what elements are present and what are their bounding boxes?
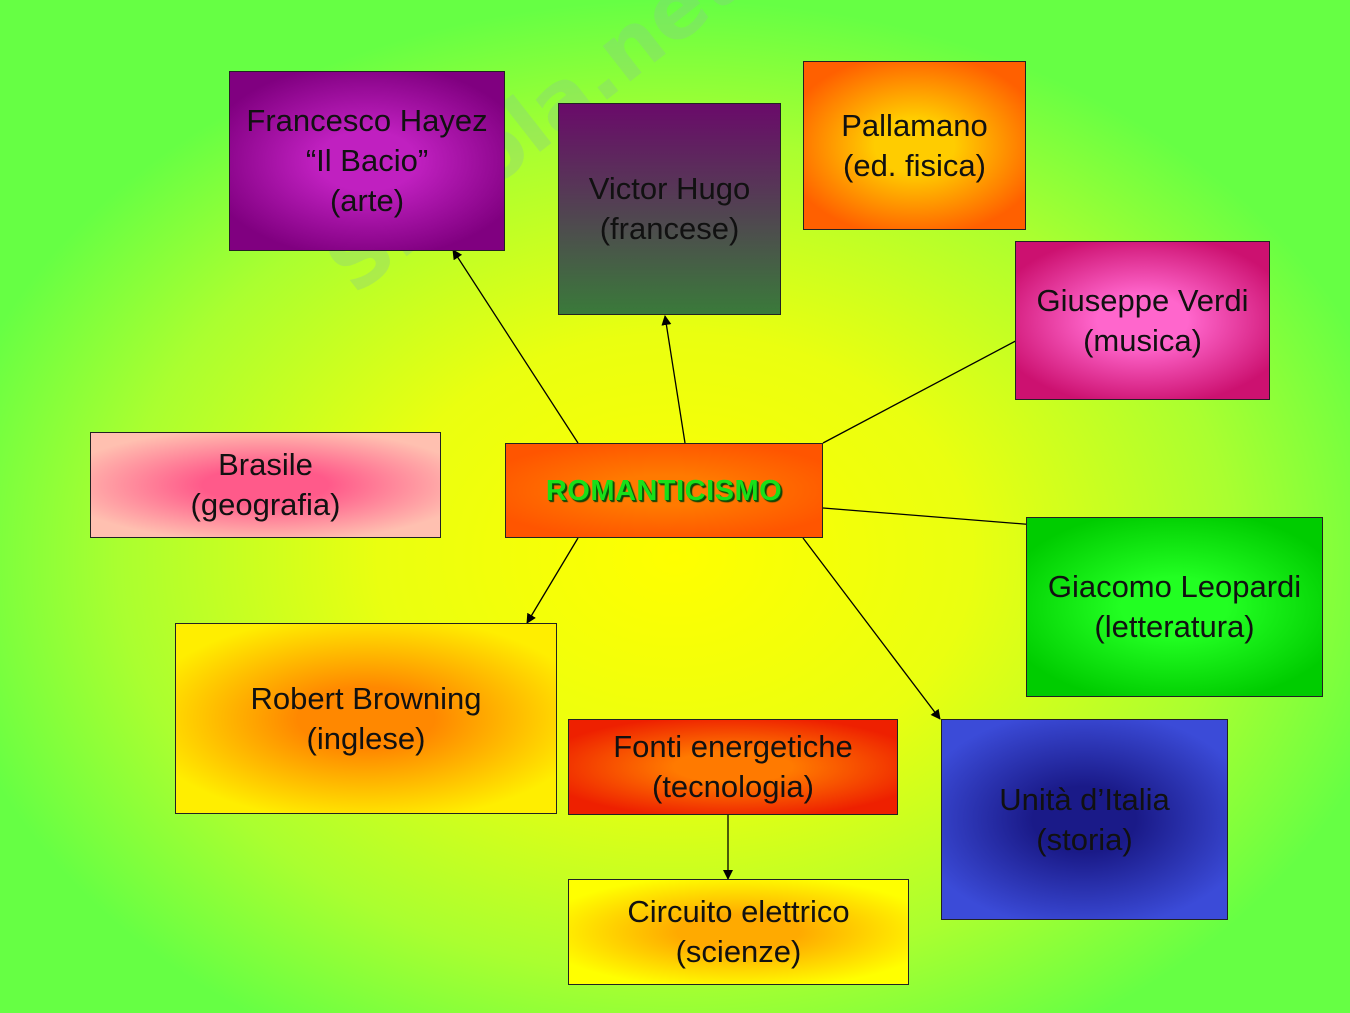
node-circuito-label: Circuito elettrico (scienze) bbox=[627, 894, 850, 969]
arrow-to-verdi bbox=[822, 335, 1026, 444]
node-unita-label: Unità d’Italia (storia) bbox=[999, 781, 1170, 857]
node-hugo: Victor Hugo (francese) bbox=[558, 103, 781, 315]
node-brasile: Brasile (geografia) bbox=[90, 432, 441, 538]
node-romanticismo-label: ROMANTICISMO bbox=[545, 474, 783, 507]
node-romanticismo: ROMANTICISMO bbox=[505, 443, 823, 538]
arrow-to-leopardi bbox=[822, 507, 1037, 530]
node-brasile-label: Brasile (geografia) bbox=[190, 447, 341, 522]
node-circuito: Circuito elettrico (scienze) bbox=[568, 879, 909, 985]
node-leopardi: Giacomo Leopardi (letteratura) bbox=[1026, 517, 1323, 697]
node-verdi: Giuseppe Verdi (musica) bbox=[1015, 241, 1270, 400]
node-hayez: Francesco Hayez “Il Bacio” (arte) bbox=[229, 71, 505, 251]
arrow-to-unita bbox=[802, 537, 941, 720]
node-fonti-label: Fonti energetiche (tecnologia) bbox=[613, 729, 853, 804]
node-pallamano-label: Pallamano (ed. fisica) bbox=[841, 107, 988, 183]
node-fonti: Fonti energetiche (tecnologia) bbox=[568, 719, 898, 815]
node-leopardi-label: Giacomo Leopardi (letteratura) bbox=[1047, 569, 1302, 644]
arrow-to-hugo bbox=[661, 315, 686, 444]
arrow-to-browning bbox=[526, 537, 579, 624]
node-unita: Unità d’Italia (storia) bbox=[941, 719, 1228, 920]
node-hugo-label: Victor Hugo (francese) bbox=[588, 171, 751, 246]
node-hayez-label: Francesco Hayez “Il Bacio” (arte) bbox=[246, 103, 488, 218]
arrow-to-hayez bbox=[452, 249, 579, 444]
node-verdi-label: Giuseppe Verdi (musica) bbox=[1036, 282, 1249, 358]
node-browning-label: Robert Browning (inglese) bbox=[250, 680, 482, 756]
node-browning: Robert Browning (inglese) bbox=[175, 623, 557, 814]
node-pallamano: Pallamano (ed. fisica) bbox=[803, 61, 1026, 230]
